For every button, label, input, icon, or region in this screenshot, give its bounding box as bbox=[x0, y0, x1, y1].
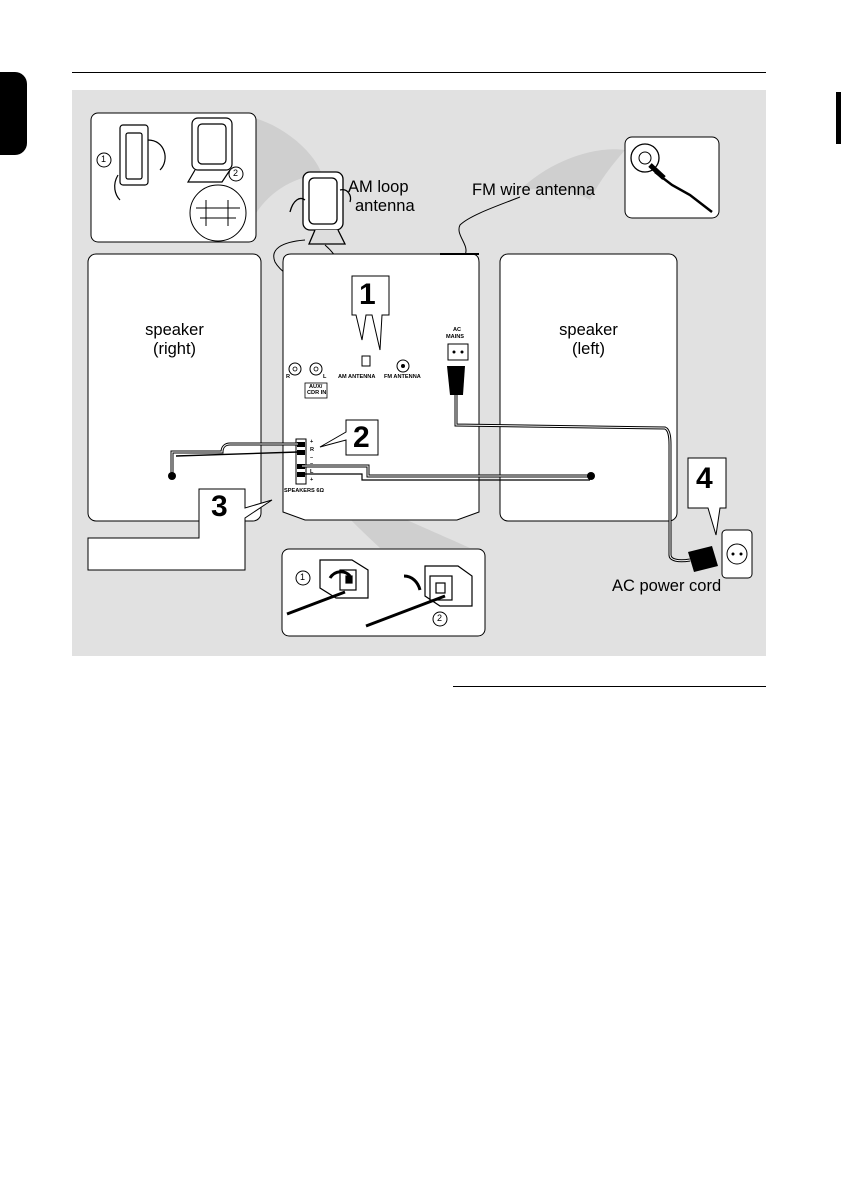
step-3-number: 3 bbox=[211, 490, 228, 524]
am-antenna-connector bbox=[362, 356, 370, 366]
speaker-left-input bbox=[587, 472, 595, 480]
speaker-right-label-line1: speaker bbox=[118, 321, 231, 340]
speaker-left-box bbox=[500, 254, 677, 521]
ac-plug bbox=[447, 366, 465, 395]
ac-mains-label-line2: MAINS bbox=[446, 334, 464, 341]
terminal-l-label: L bbox=[310, 469, 313, 476]
fm-wire-label: FM wire antenna bbox=[472, 181, 595, 200]
aux-jack-r-label: R bbox=[286, 374, 290, 381]
terminal-plus-1-label: + bbox=[310, 439, 313, 446]
am-inset-zoom bbox=[190, 185, 246, 241]
aux-jack-r bbox=[289, 363, 301, 375]
am-loop-antenna-icon bbox=[290, 172, 351, 244]
terminal-r-label: R bbox=[310, 447, 314, 454]
am-loop-label-line2: antenna bbox=[355, 197, 415, 216]
speaker-left-label-line1: speaker bbox=[532, 321, 645, 340]
terminal-plus-2-label: + bbox=[310, 477, 313, 484]
aux-jack-l-label: L bbox=[323, 374, 326, 381]
fm-antenna-label: FM ANTENNA bbox=[384, 374, 421, 381]
aux-label-line2: CDR IN bbox=[307, 390, 326, 397]
speaker-right-label-line2: (right) bbox=[118, 340, 231, 359]
am-antenna-label: AM ANTENNA bbox=[338, 374, 375, 381]
step-4-number: 4 bbox=[696, 462, 713, 496]
step-1-number: 1 bbox=[359, 278, 376, 312]
speaker-left-label-line2: (left) bbox=[532, 340, 645, 359]
terminal-inset-step-1-number: 1 bbox=[300, 574, 305, 581]
ac-power-cord-label: AC power cord bbox=[612, 577, 721, 596]
am-loop-label-line1: AM loop bbox=[348, 178, 409, 197]
ac-mains-socket bbox=[448, 344, 468, 360]
am-inset-step-2-number: 2 bbox=[233, 170, 238, 177]
aux-jack-l bbox=[310, 363, 322, 375]
speakers-label: SPEAKERS 6Ω bbox=[284, 488, 324, 495]
am-inset-step-1-number: 1 bbox=[101, 156, 106, 163]
terminal-inset-step-2-number: 2 bbox=[437, 615, 442, 622]
speaker-right-input bbox=[168, 472, 176, 480]
ac-mains-label-line1: AC bbox=[453, 327, 461, 334]
terminal-minus-2-label: – bbox=[310, 461, 313, 468]
step-2-number: 2 bbox=[353, 421, 370, 455]
speaker-right-box bbox=[88, 254, 261, 521]
